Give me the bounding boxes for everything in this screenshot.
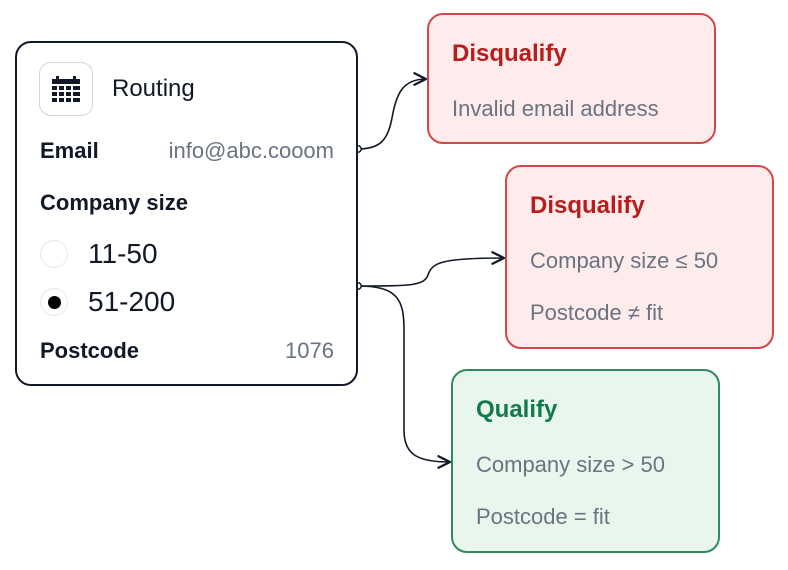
routing-title: Routing xyxy=(112,75,195,102)
email-value: info@abc.cooom xyxy=(168,138,334,163)
result-reason: Company size > 50 xyxy=(476,452,665,477)
radio-selected-dot xyxy=(47,295,61,309)
radio-label: 51-200 xyxy=(88,286,176,317)
postcode-value: 1076 xyxy=(285,338,334,363)
result-title: Qualify xyxy=(476,396,558,423)
radio-button-unselected[interactable] xyxy=(40,240,68,268)
connector-company-to-disqualify xyxy=(357,251,506,287)
email-label: Email xyxy=(40,138,99,163)
company-size-option-51-200[interactable]: 51-200 xyxy=(40,285,175,319)
result-reason: Company size ≤ 50 xyxy=(530,248,719,273)
result-disqualify-email: Disqualify Invalid email address xyxy=(427,13,716,144)
postcode-label: Postcode xyxy=(40,338,140,363)
result-reason: Postcode = fit xyxy=(476,504,610,529)
routing-card: Routing Email info@abc.cooom Company siz… xyxy=(15,41,358,386)
calendar-grid-icon xyxy=(39,62,93,116)
company-size-option-11-50[interactable]: 11-50 xyxy=(40,237,158,271)
result-title: Disqualify xyxy=(452,40,567,67)
radio-label: 11-50 xyxy=(88,238,158,269)
connector-email-to-disqualify xyxy=(354,72,428,153)
result-disqualify-company: Disqualify Company size ≤ 50 Postcode ≠ … xyxy=(505,165,774,349)
result-reason: Postcode ≠ fit xyxy=(530,300,664,325)
result-reason: Invalid email address xyxy=(452,96,659,121)
company-size-label: Company size xyxy=(40,190,188,215)
radio-button-selected[interactable] xyxy=(40,288,68,316)
result-title: Disqualify xyxy=(530,192,645,219)
connector-company-to-qualify xyxy=(354,282,452,469)
result-qualify: Qualify Company size > 50 Postcode = fit xyxy=(451,369,720,553)
